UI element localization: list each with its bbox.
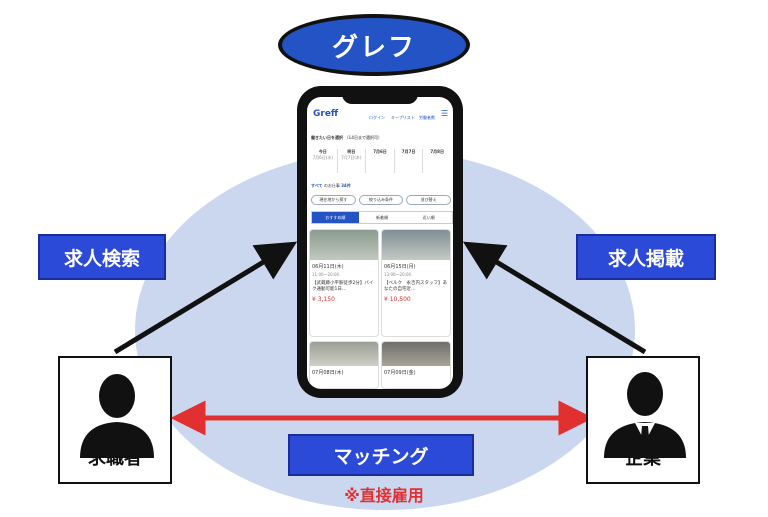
job-date: 06月11日(木) [312, 264, 344, 270]
filter-conditions-button[interactable]: 絞り込み条件 [358, 195, 404, 205]
date-item[interactable]: 7月7日 [395, 149, 424, 173]
keep-list-link[interactable]: キープリスト [391, 115, 415, 120]
arrow-company-to-app [462, 241, 647, 355]
filter-location-button[interactable]: 現在地から探す [311, 195, 356, 205]
matching-text: マッチング [333, 445, 429, 468]
job-photo [310, 342, 378, 366]
sort-tabs: おすすめ順 新着順 近い順 [311, 211, 453, 224]
tab-recommended[interactable]: おすすめ順 [312, 212, 359, 223]
job-photo [382, 230, 450, 260]
job-search-label: 求人検索 [38, 234, 166, 280]
job-photo [310, 230, 378, 260]
date-item[interactable]: 7月8日 [430, 149, 444, 154]
matching-label: マッチング [288, 434, 474, 476]
job-date: 07月08日(木) [312, 370, 344, 376]
select-date-text: 働きたい日を選択 [311, 135, 343, 140]
job-posting-text: 求人掲載 [607, 247, 684, 270]
select-date-label: 働きたい日を選択 （14日まで選択可） [311, 135, 382, 141]
app-logo: Greff [313, 109, 339, 119]
job-seeker-label: 求職者 [88, 448, 142, 469]
company-label: 企業 [625, 448, 661, 469]
job-date: 07月09日(金) [384, 370, 416, 376]
job-count: すべて のお仕事 34件 [311, 183, 351, 189]
job-card[interactable]: 07月09日(金) [381, 341, 451, 389]
job-price: ¥ 3,150 [312, 296, 335, 303]
date-item[interactable]: 7月6日 [366, 149, 395, 173]
title-oval: グレフ [278, 14, 470, 76]
filter-bar: 現在地から探す 絞り込み条件 並び替え [311, 195, 452, 205]
app-header: Greff ログイン キープリスト 労働者数 ☰ [311, 107, 449, 123]
sort-button[interactable]: 並び替え [406, 195, 452, 205]
phone-notch [342, 90, 418, 104]
job-card[interactable]: 06月15日(月) 13:00～20:00 【ベルク 永吉内スタッフ】あなたの自… [381, 229, 451, 337]
title-text: グレフ [331, 32, 416, 63]
job-time: 11:00～20:00 [312, 272, 340, 277]
tab-nearest[interactable]: 近い順 [422, 215, 435, 220]
count-middle: のお仕事 [323, 183, 340, 188]
tab-newest[interactable]: 新着順 [376, 215, 388, 220]
phone-screen: Greff ログイン キープリスト 労働者数 ☰ 働きたい日を選択 （14日まで… [307, 97, 453, 389]
job-card[interactable]: 06月11日(木) 11:00～20:00 【武蔵藤小平駅徒歩2分】バイク通勤可… [309, 229, 379, 337]
job-photo [382, 342, 450, 366]
job-search-text: 求人検索 [63, 247, 140, 270]
job-posting-label: 求人掲載 [576, 234, 716, 280]
workers-link[interactable]: 労働者数 [419, 115, 435, 120]
menu-icon[interactable]: ☰ [441, 109, 449, 118]
businessman-icon [604, 372, 686, 458]
job-title: 【武蔵藤小平駅徒歩2分】バイク通勤可能1日… [312, 281, 374, 292]
select-date-hint: （14日まで選択可） [344, 135, 382, 140]
job-date: 06月15日(月) [384, 264, 416, 270]
person-icon [80, 374, 154, 458]
company-box: 企業 [586, 356, 700, 484]
count-prefix: すべて [311, 183, 323, 188]
job-title: 【ベルク 永吉内スタッフ】あなたの自宅近… [384, 281, 447, 292]
arrow-seeker-to-app [113, 241, 298, 355]
login-link[interactable]: ログイン [369, 115, 385, 120]
job-time: 13:00～20:00 [384, 272, 412, 277]
count-value: 34件 [341, 183, 351, 188]
job-card[interactable]: 07月08日(木) [309, 341, 379, 389]
direct-hire-note: ※直接雇用 [344, 486, 424, 505]
job-seeker-box: 求職者 [58, 356, 172, 484]
job-price: ¥ 10,500 [384, 296, 411, 303]
